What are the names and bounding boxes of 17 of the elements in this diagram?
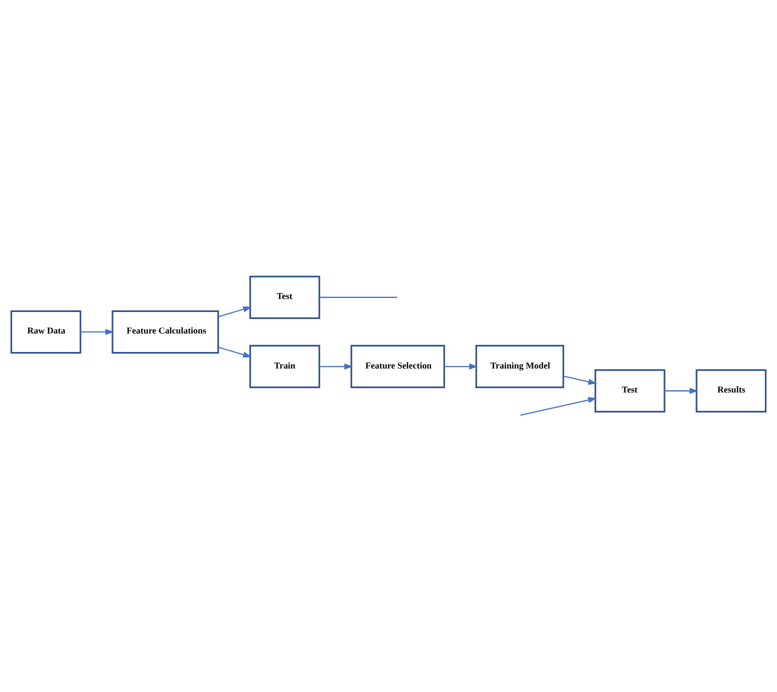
node-box: Test [594,369,666,412]
arrow [320,363,354,370]
arrow [218,306,252,318]
arrow [563,376,597,385]
node-box: Test [249,276,320,319]
node-box: Feature Selection [350,344,446,388]
arrow [218,346,252,358]
arrow [664,388,698,394]
connector [320,296,398,298]
node-box: Raw Data [10,310,82,354]
node-box: Train [249,344,320,388]
node-box: Training Model [475,344,564,388]
arrow [80,328,114,335]
node-box: Feature Calculations [112,310,219,354]
arrow [444,363,478,370]
node-box: Results [696,369,766,412]
arrow [520,397,597,416]
